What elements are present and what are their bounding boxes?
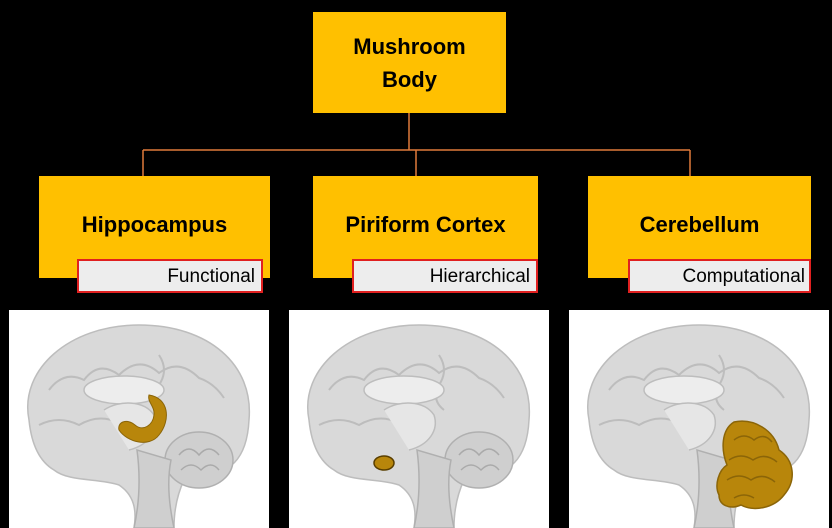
root-label-line1: Mushroom [353, 30, 465, 63]
brain-illustration [289, 310, 549, 528]
root-node-mushroom-body: Mushroom Body [313, 12, 506, 113]
highlight-piriform-cortex [374, 456, 394, 470]
tag-computational: Computational [628, 259, 811, 293]
node-title: Hippocampus [82, 208, 227, 241]
root-label-line2: Body [353, 63, 465, 96]
brain-outline [28, 325, 250, 528]
brain-illustration [9, 310, 269, 528]
brain-outline [308, 325, 530, 528]
tag-functional: Functional [77, 259, 263, 293]
tag-hierarchical: Hierarchical [352, 259, 538, 293]
brain-panel-piriform-cortex [289, 310, 549, 528]
node-title: Piriform Cortex [345, 208, 505, 241]
brain-panel-hippocampus [9, 310, 269, 528]
node-title: Cerebellum [640, 208, 760, 241]
brain-panel-cerebellum [569, 310, 829, 528]
brain-illustration [569, 310, 829, 528]
